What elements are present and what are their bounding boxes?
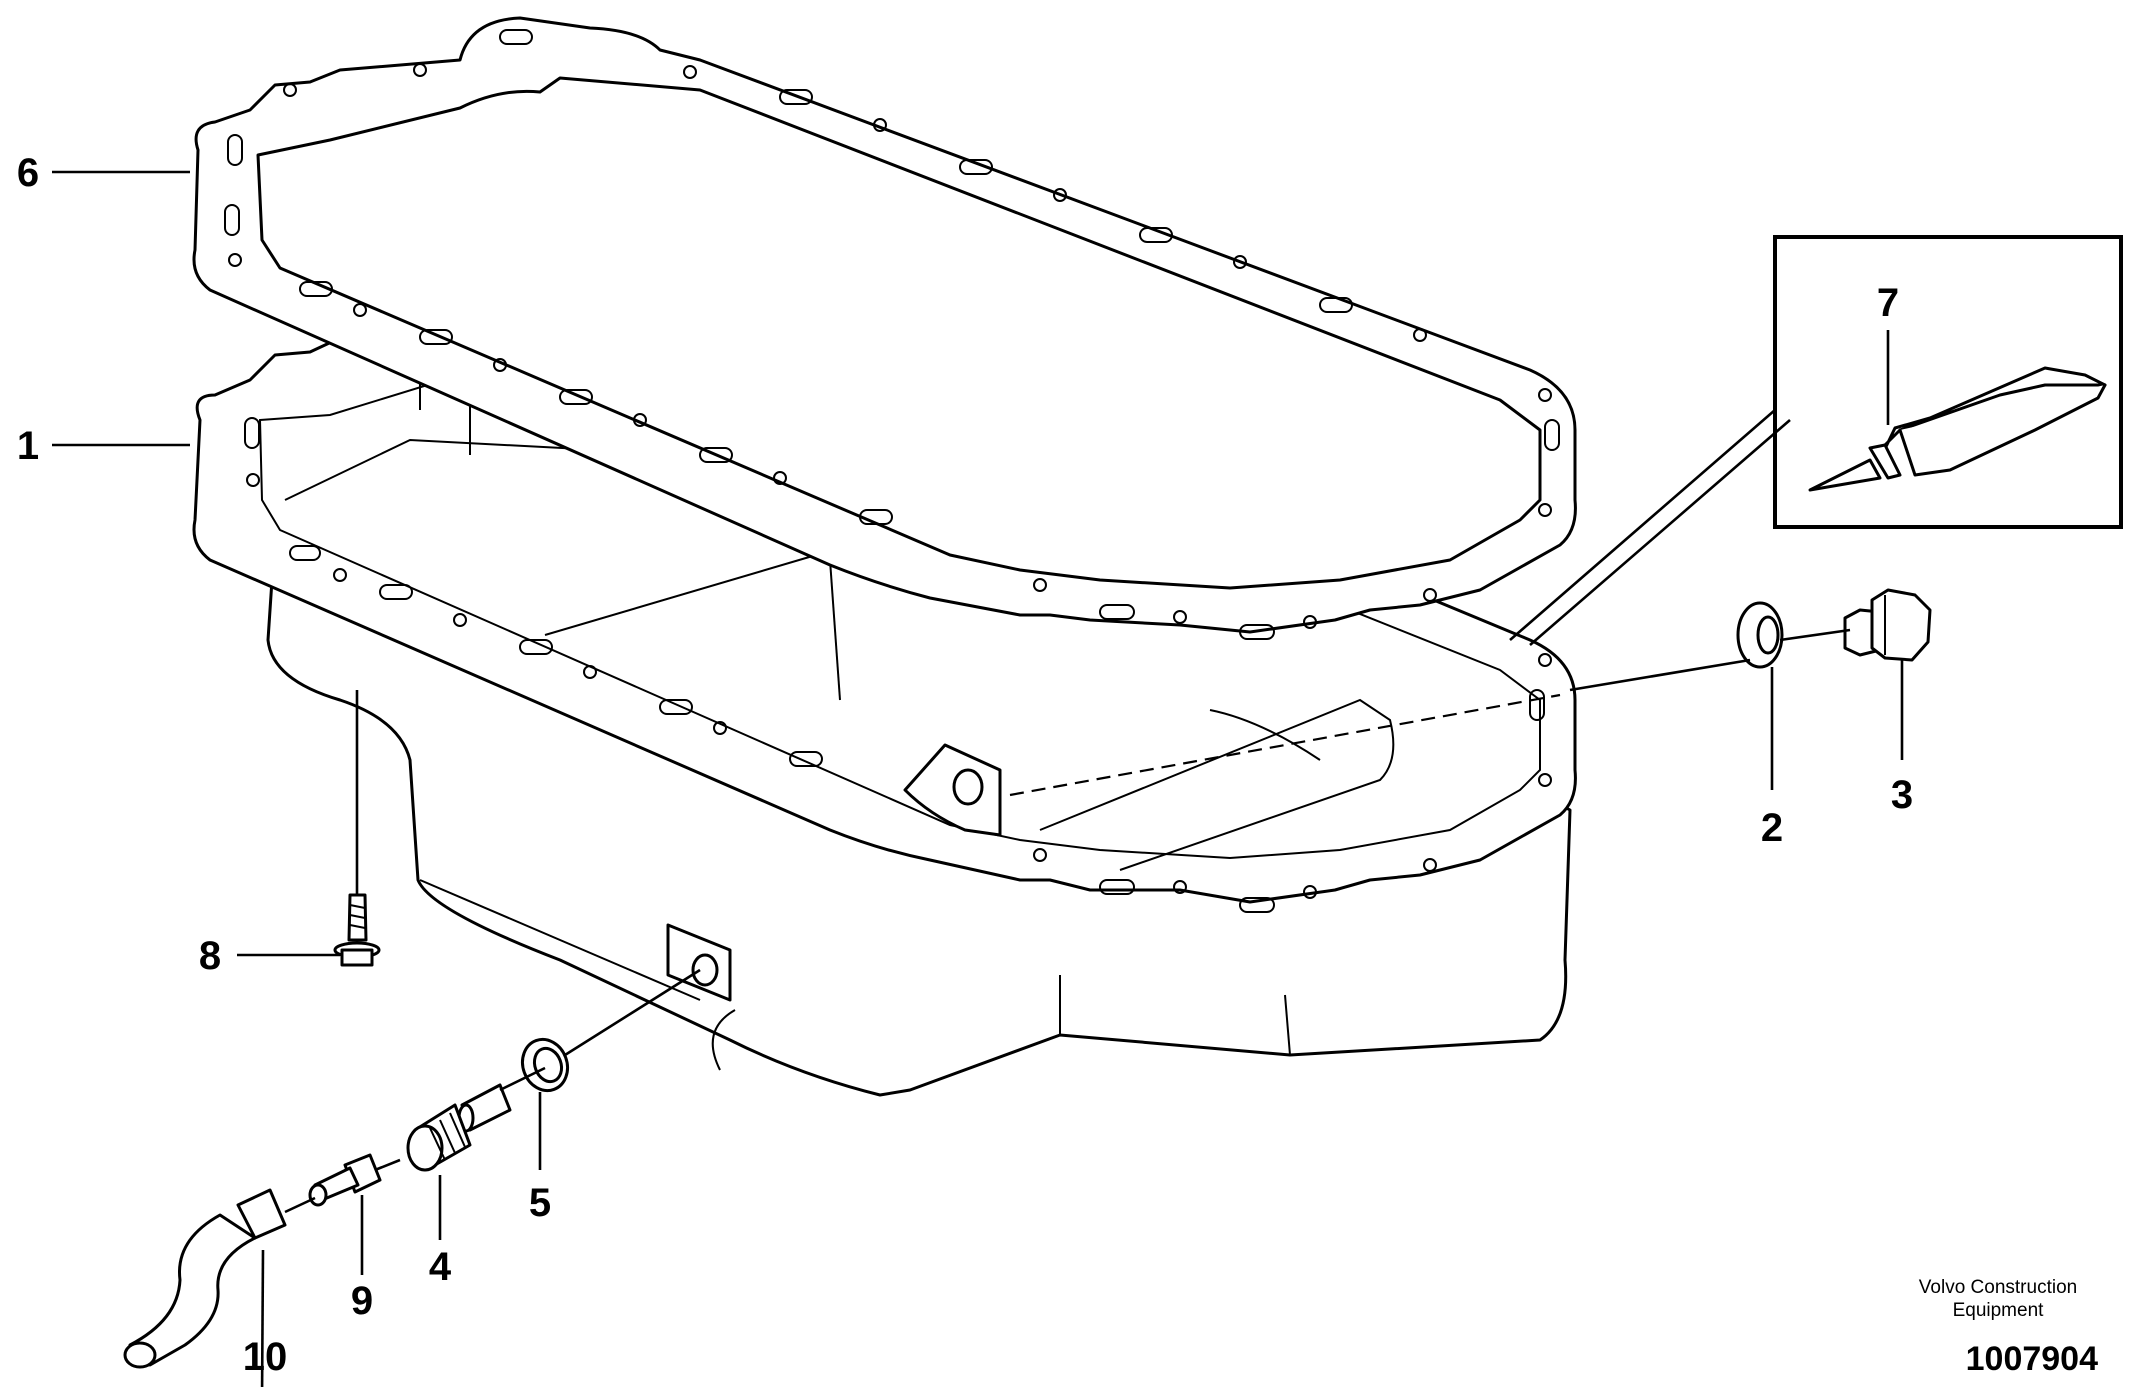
callout-5: 5 <box>529 1181 551 1225</box>
o-ring-icon <box>520 1037 570 1093</box>
drawing-number: 1007904 <box>1965 1340 2098 1378</box>
sealant-tube-icon <box>1808 366 2107 492</box>
manufacturer-line-2: Equipment <box>1952 1300 2044 1321</box>
oil-pan-icon <box>192 283 1577 1097</box>
dipstick-tube-union-icon <box>406 1083 512 1172</box>
manufacturer-label: Volvo Construction Equipment <box>1888 1276 2108 1322</box>
flange-bolt-icon <box>333 893 381 967</box>
callout-3: 3 <box>1891 773 1913 817</box>
sealant-detail-box <box>1509 235 2123 646</box>
hose-icon <box>123 1188 287 1369</box>
drain-plug-icon <box>1843 588 1932 662</box>
callout-7: 7 <box>1877 281 1899 325</box>
callout-10: 10 <box>243 1335 288 1379</box>
callout-6: 6 <box>17 151 39 195</box>
sealing-washer-icon <box>1736 601 1784 669</box>
callout-2: 2 <box>1761 806 1783 850</box>
callout-4: 4 <box>429 1245 452 1289</box>
callout-8: 8 <box>199 934 221 978</box>
callout-1: 1 <box>17 424 39 468</box>
callout-9: 9 <box>351 1279 373 1323</box>
pan-gasket-icon <box>192 16 1577 640</box>
manufacturer-line-1: Volvo Construction <box>1918 1277 2078 1298</box>
hose-nipple-icon <box>308 1153 382 1207</box>
